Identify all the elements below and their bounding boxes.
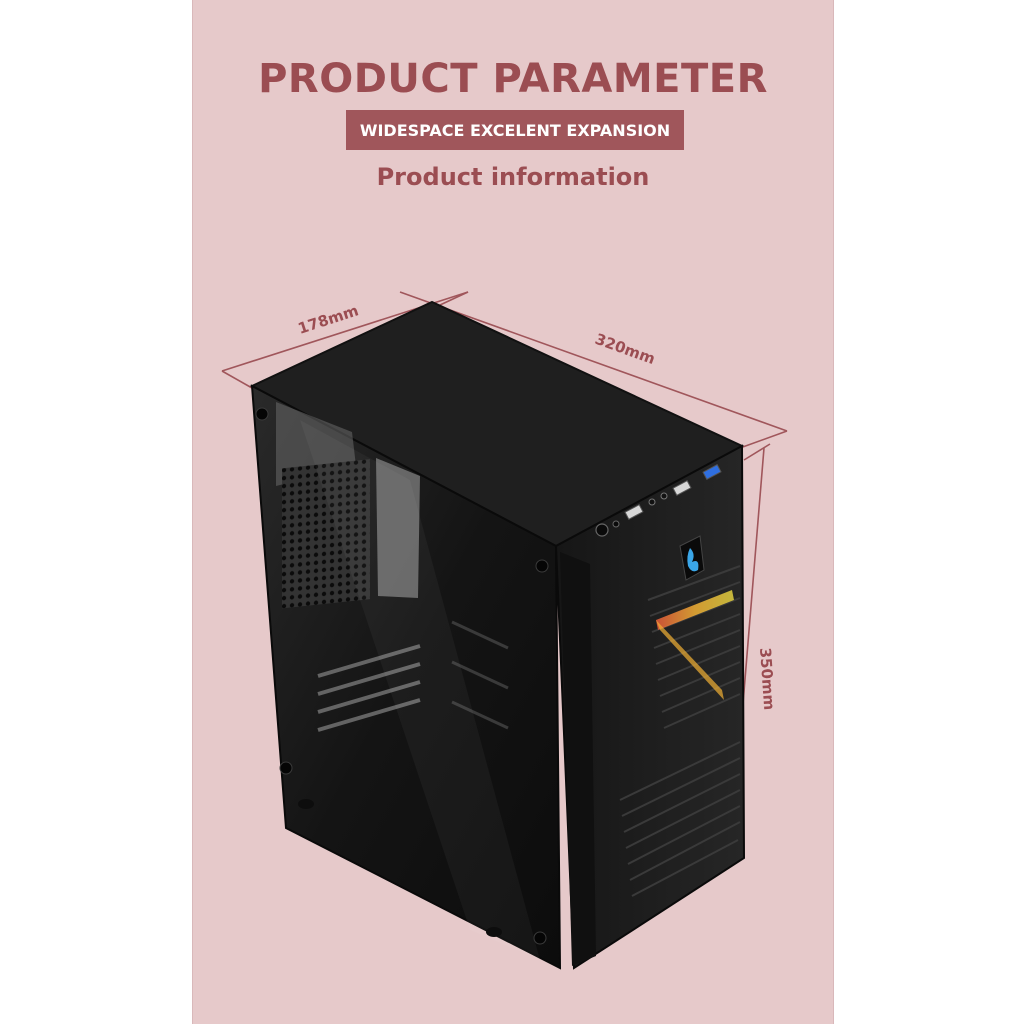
front-io-panel (595, 464, 722, 537)
height-label: 350mm (756, 647, 778, 711)
feature-badge: WIDESPACE EXCELENT EXPANSION (346, 110, 684, 150)
page-title: PRODUCT PARAMETER (258, 56, 768, 102)
psu-mesh-area (282, 459, 370, 609)
drive-bay-lines (451, 620, 509, 730)
audio-jack-icon[interactable] (648, 498, 656, 506)
power-button-icon[interactable] (595, 523, 609, 537)
front-slats (619, 565, 741, 897)
depth-dimension-line (399, 291, 788, 432)
usb-port-icon[interactable] (624, 504, 644, 520)
pc-case (249, 300, 746, 970)
pci-slots (317, 644, 421, 732)
reset-button-icon[interactable] (612, 520, 620, 528)
usb-port-icon[interactable] (672, 480, 692, 496)
depth-label: 320mm (593, 330, 658, 368)
thumb-screws (255, 407, 549, 945)
usb-port-icon[interactable] (702, 464, 722, 480)
audio-jack-icon[interactable] (660, 492, 668, 500)
section-subtitle: Product information (376, 163, 650, 191)
led-logo-icon (679, 535, 705, 581)
width-label: 178mm (296, 301, 361, 337)
rgb-light-strip (656, 590, 734, 630)
